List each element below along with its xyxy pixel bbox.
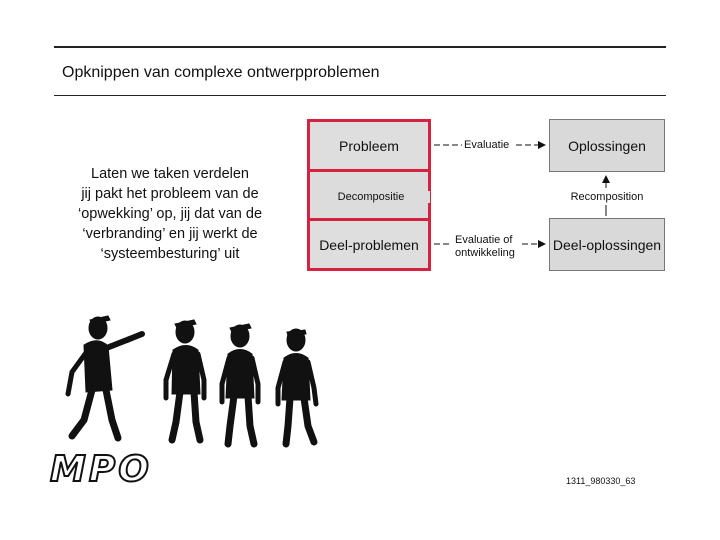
speech-line: ‘opwekking’ op, jij dat van de <box>77 206 263 222</box>
standing-figure <box>163 319 207 444</box>
evaluatie-of-text: Evaluatie of <box>455 234 513 246</box>
evaluatie-of-ontwikkeling-label: Evaluatie of ontwikkeling <box>455 234 515 260</box>
title-underline <box>54 95 666 96</box>
evaluatie-label: Evaluatie <box>464 139 510 151</box>
speech-line: ‘systeembesturing’ uit <box>100 246 240 262</box>
speech-text: Laten we taken verdelen jij pakt het pro… <box>55 164 285 264</box>
deel-problemen-box: Deel-problemen <box>307 218 431 271</box>
oplossingen-box: Oplossingen <box>549 119 665 172</box>
standing-figure <box>275 328 319 448</box>
ontwikkeling-text: ontwikkeling <box>455 247 515 259</box>
deel-oplossingen-box: Deel-oplossingen <box>549 218 665 271</box>
speech-line: jij pakt het probleem van de <box>81 186 259 202</box>
decompositie-label: Decompositie <box>312 191 430 203</box>
figures-illustration <box>65 315 319 448</box>
top-rule <box>54 46 666 48</box>
pointing-figure <box>65 315 145 442</box>
slide-title: Opknippen van complexe ontwerpproblemen <box>62 64 380 81</box>
speech-line: ‘verbranding’ en jij werkt de <box>82 226 258 242</box>
mpo-logo: MPO <box>49 448 152 491</box>
probleem-box: Probleem <box>307 119 431 172</box>
standing-figure <box>219 323 261 448</box>
speech-line: Laten we taken verdelen <box>91 166 249 182</box>
recomposition-label: Recomposition <box>570 191 644 203</box>
slide-code: 1311_980330_63 <box>566 476 636 486</box>
